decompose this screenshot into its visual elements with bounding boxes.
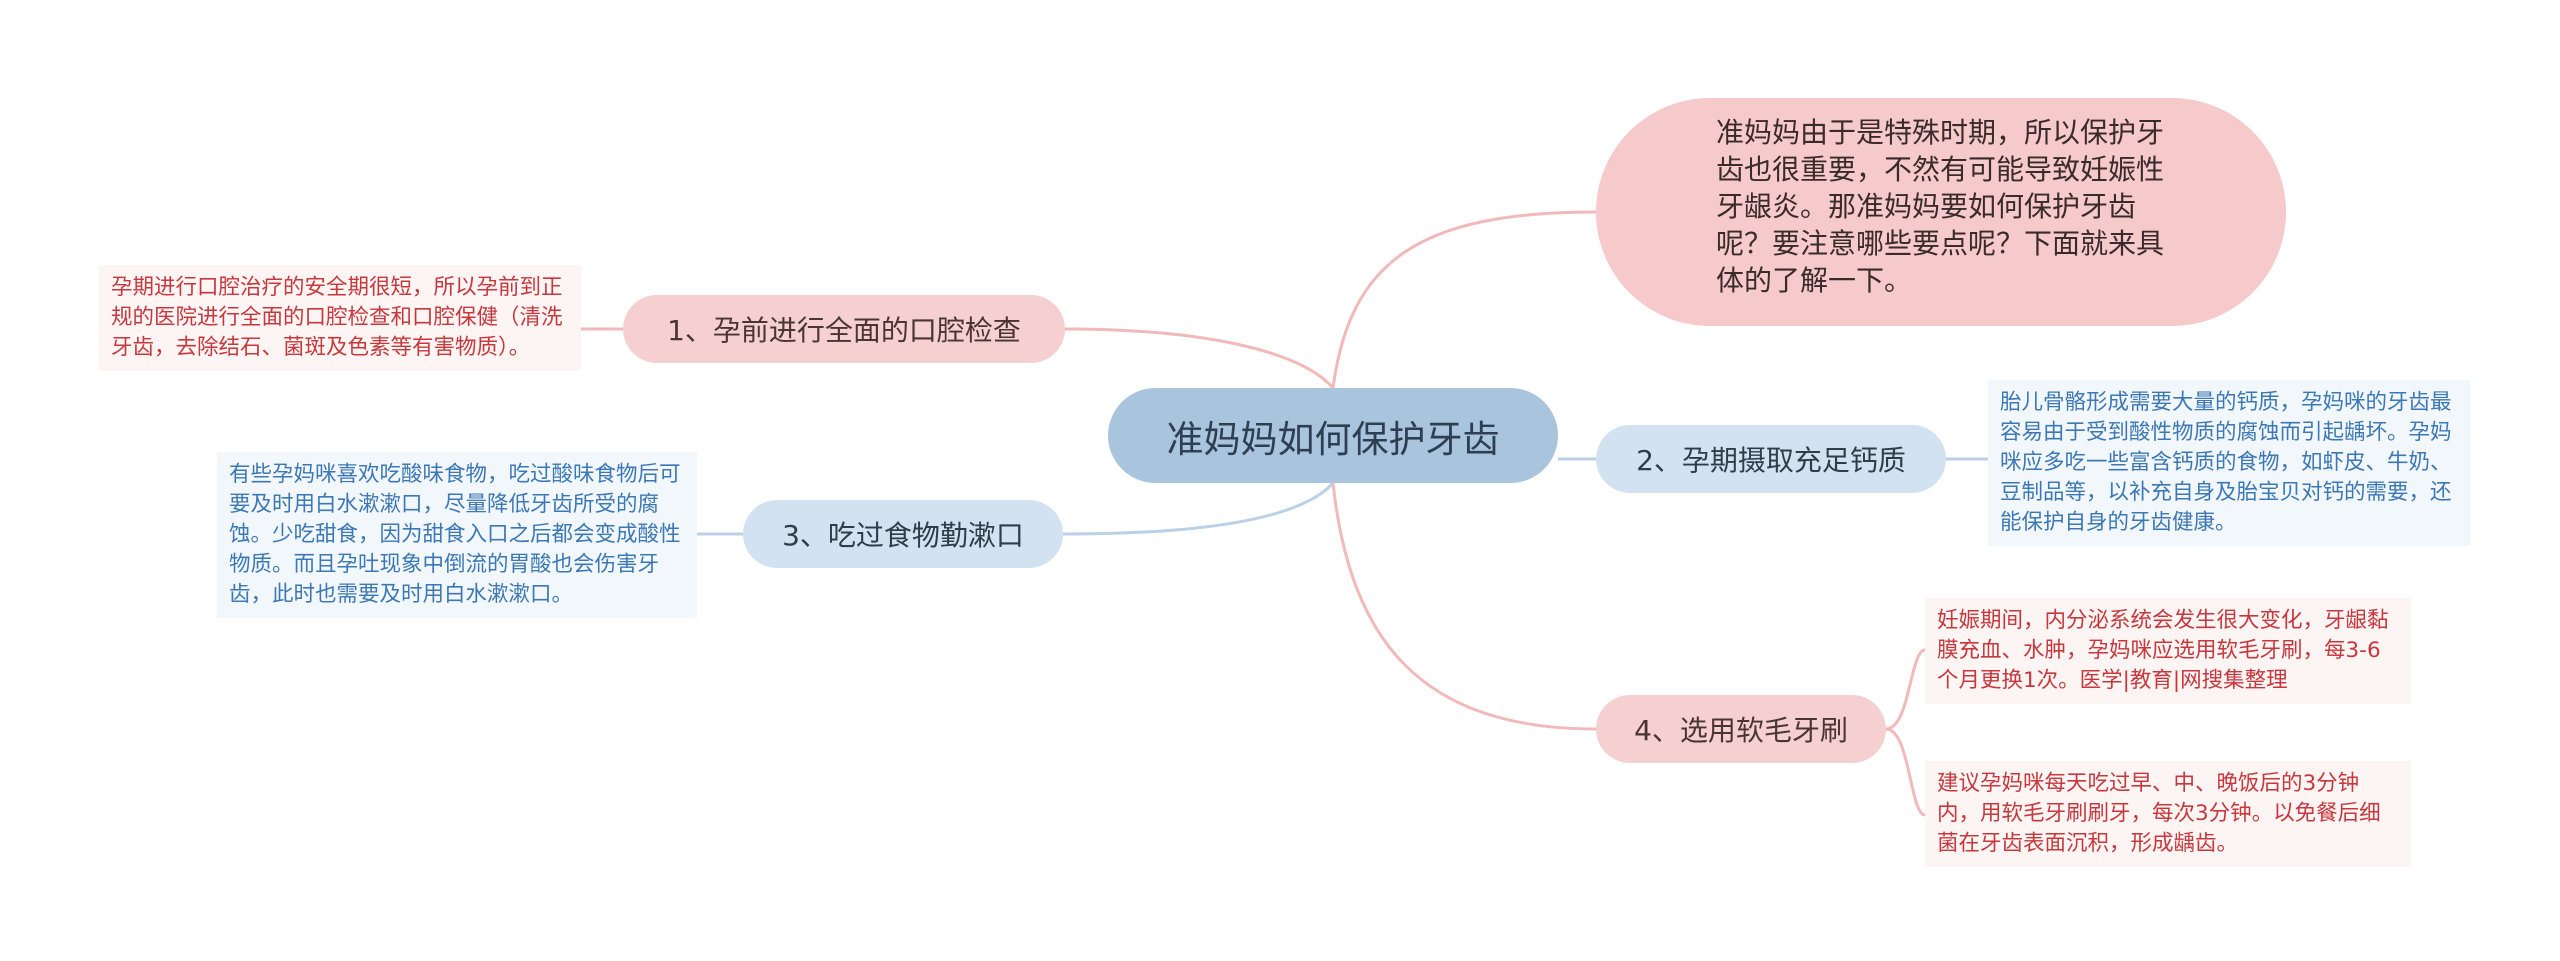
branch-2-detail-text: 胎儿骨骼形成需要大量的钙质，孕妈咪的牙齿最容易由于受到酸性物质的腐蚀而引起龋坏。… [2000,390,2452,535]
branch-1-detail-text: 孕期进行口腔治疗的安全期很短，所以孕前到正规的医院进行全面的口腔检查和口腔保健（… [111,275,563,360]
intro-text: 准妈妈由于是特殊时期，所以保护牙齿也很重要，不然有可能导致妊娠性牙龈炎。那准妈妈… [1716,116,2165,297]
branch-3-detail[interactable]: 有些孕妈咪喜欢吃酸味食物，吃过酸味食物后可要及时用白水漱漱口，尽量降低牙齿所受的… [217,452,697,618]
connector-branch4-leaf2 [1885,727,1926,817]
branch-3-node[interactable]: 3、吃过食物勤漱口 [743,500,1063,568]
connector-center-branch1 [1064,327,1335,389]
branch-2-label: 2、孕期摄取充足钙质 [1636,444,1906,477]
connector-center-intro [1331,210,1597,389]
central-topic[interactable]: 准妈妈如何保护牙齿 [1108,388,1558,483]
branch-1-node[interactable]: 1、孕前进行全面的口腔检查 [623,295,1065,363]
branch-4-label: 4、选用软毛牙刷 [1634,714,1848,747]
branch-1-detail[interactable]: 孕期进行口腔治疗的安全期很短，所以孕前到正规的医院进行全面的口腔检查和口腔保健（… [99,265,581,371]
branch-4-detail-2[interactable]: 建议孕妈咪每天吃过早、中、晚饭后的3分钟内，用软毛牙刷刷牙，每次3分钟。以免餐后… [1925,761,2411,867]
branch-2-node[interactable]: 2、孕期摄取充足钙质 [1596,425,1946,493]
connector-branch4-leaf1 [1885,648,1926,731]
branch-2-detail[interactable]: 胎儿骨骼形成需要大量的钙质，孕妈咪的牙齿最容易由于受到酸性物质的腐蚀而引起龋坏。… [1988,380,2470,546]
branch-1-label: 1、孕前进行全面的口腔检查 [667,314,1021,347]
branch-4-detail-2-text: 建议孕妈咪每天吃过早、中、晚饭后的3分钟内，用软毛牙刷刷牙，每次3分钟。以免餐后… [1937,771,2381,856]
intro-node[interactable]: 准妈妈由于是特殊时期，所以保护牙齿也很重要，不然有可能导致妊娠性牙龈炎。那准妈妈… [1596,98,2286,326]
connector-center-branch4 [1331,482,1597,731]
branch-4-node[interactable]: 4、选用软毛牙刷 [1596,695,1886,763]
branch-4-detail-1[interactable]: 妊娠期间，内分泌系统会发生很大变化，牙龈黏膜充血、水肿，孕妈咪应选用软毛牙刷，每… [1925,598,2411,704]
branch-3-label: 3、吃过食物勤漱口 [782,519,1024,552]
connector-center-branch3 [1062,482,1335,536]
central-topic-label: 准妈妈如何保护牙齿 [1166,417,1500,461]
branch-4-detail-1-text: 妊娠期间，内分泌系统会发生很大变化，牙龈黏膜充血、水肿，孕妈咪应选用软毛牙刷，每… [1937,608,2389,693]
branch-3-detail-text: 有些孕妈咪喜欢吃酸味食物，吃过酸味食物后可要及时用白水漱漱口，尽量降低牙齿所受的… [229,462,681,607]
